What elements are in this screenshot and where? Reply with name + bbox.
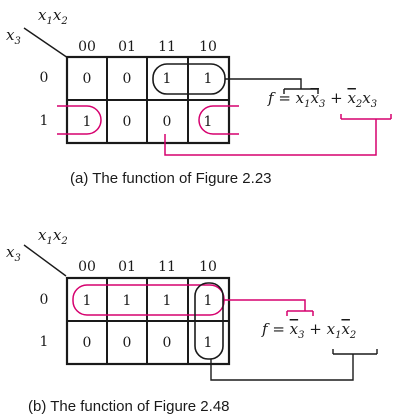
kmap-a-row-variable: x3 <box>6 26 21 47</box>
kmap-a-column-variables: x1x2 <box>38 6 68 27</box>
kmap-b-row-variable: x3 <box>6 243 21 264</box>
kmap-b-connector-magenta <box>224 299 314 316</box>
kmap-a-cell: 0 <box>163 114 172 130</box>
kmap-a-col-header: 00 <box>78 39 96 55</box>
kmap-b-cell: 1 <box>204 335 213 351</box>
kmap-a-cell: 0 <box>123 71 132 87</box>
kmap-a-cell: 1 <box>204 71 213 87</box>
kmap-a-connector-black <box>225 78 319 94</box>
kmap-b-grid <box>65 276 231 366</box>
kmap-a-expression: f = x1x3 + x2x3 <box>267 89 377 110</box>
kmap-b-caption: (b) The function of Figure 2.48 <box>28 398 230 415</box>
kmap-b-corner-label: x1x2 x3 <box>6 226 68 277</box>
kmap-a-group-x2bar-x3 <box>57 105 239 135</box>
kmap-b-row-header: 0 <box>40 292 49 308</box>
kmap-a-cell: 0 <box>83 71 92 87</box>
kmap-b-row-header: 1 <box>40 334 49 350</box>
kmap-b-col-header: 01 <box>118 259 136 275</box>
kmap-a-row-header: 1 <box>40 113 49 129</box>
kmap-b: x1x2 x3 00 01 11 10 0 1 1 1 1 1 0 0 0 1 … <box>6 226 378 415</box>
kmap-b-cell: 0 <box>83 335 92 351</box>
kmap-b-col-header: 11 <box>158 259 176 275</box>
kmap-a-col-header: 10 <box>199 39 217 55</box>
kmap-b-group-x1-x2bar <box>194 282 224 360</box>
kmap-b-cell: 1 <box>163 293 172 309</box>
kmap-a-cell: 1 <box>83 114 92 130</box>
kmap-a-row-header: 0 <box>40 70 49 86</box>
kmap-b-col-header: 10 <box>199 259 217 275</box>
kmap-b-cell: 0 <box>123 335 132 351</box>
kmap-b-col-header: 00 <box>78 259 96 275</box>
kmap-a-caption: (a) The function of Figure 2.23 <box>70 170 272 187</box>
kmap-a-cell: 1 <box>163 71 172 87</box>
kmap-a-col-header: 01 <box>118 39 136 55</box>
kmap-a-cell: 0 <box>123 114 132 130</box>
kmap-a-grid <box>65 55 231 145</box>
kmap-a-col-header: 11 <box>158 39 176 55</box>
kmap-b-expression: f = x3 + x1x2 <box>261 320 356 341</box>
kmap-b-cell: 1 <box>83 293 92 309</box>
kmap-b-connector-black <box>210 349 378 381</box>
kmap-b-cell: 1 <box>204 293 213 309</box>
kmap-b-cell: 0 <box>163 335 172 351</box>
kmap-b-group-x3bar <box>72 284 225 316</box>
kmap-b-column-variables: x1x2 <box>38 226 68 247</box>
kmap-a-connector-magenta <box>164 114 392 156</box>
kmap-a: x1x2 x3 00 01 11 10 0 1 0 0 1 1 1 0 0 1 <box>6 6 392 187</box>
kmap-a-corner-label: x1x2 x3 <box>6 6 69 59</box>
kmap-b-cell: 1 <box>123 293 132 309</box>
kmap-a-cell: 1 <box>204 114 213 130</box>
